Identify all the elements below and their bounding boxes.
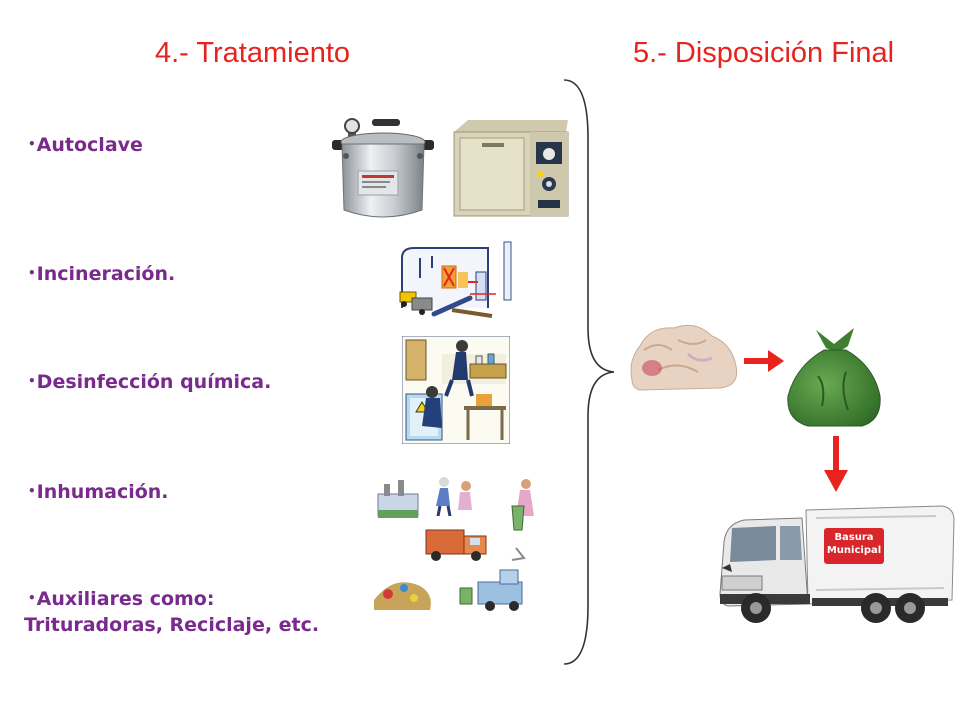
green-bag-image: [787, 328, 881, 427]
burial-recycling-image: [374, 477, 534, 611]
treatment-item-label: Autoclave: [36, 134, 143, 156]
waste-pile-image: [630, 324, 738, 391]
bullet-icon: •: [28, 137, 36, 151]
treatment-item-label: Desinfección química.: [36, 371, 272, 393]
bullet-icon: •: [28, 591, 36, 605]
treatment-item-label: Incineración.: [36, 263, 176, 285]
bullet-icon: •: [28, 374, 36, 388]
arrow-down-icon: [824, 436, 848, 492]
truck-sign-text: Basura Municipal: [824, 531, 884, 557]
pressure-autoclave-image: [332, 118, 434, 218]
truck-sign-line2: Municipal: [826, 545, 882, 556]
treatment-item-chemical-disinfection: •Desinfección química.: [28, 368, 271, 395]
grouping-brace: [563, 79, 615, 665]
treatment-item-label: Auxiliares como:: [36, 588, 215, 610]
arrow-right-icon: [744, 350, 784, 372]
treatment-item-label: Inhumación.: [36, 481, 169, 503]
benchtop-autoclave-image: [453, 120, 569, 217]
final-disposal-heading: 5.- Disposición Final: [633, 37, 895, 69]
treatment-heading: 4.- Tratamiento: [155, 37, 351, 69]
incineration-plant-image: [392, 238, 520, 330]
treatment-item-burial: •Inhumación.: [28, 478, 169, 505]
treatment-item-autoclave: •Autoclave: [28, 131, 143, 158]
treatment-item-incineration: •Incineración.: [28, 260, 175, 287]
chemical-disinfection-image: [402, 336, 510, 444]
truck-sign-line1: Basura: [834, 532, 874, 543]
garbage-truck-image: Basura Municipal: [716, 498, 956, 630]
treatment-item-auxiliaries: •Auxiliares como: Trituradoras, Reciclaje…: [24, 585, 319, 638]
treatment-item-label-line2: Trituradoras, Reciclaje, etc.: [24, 614, 320, 636]
bullet-icon: •: [28, 266, 36, 280]
bullet-icon: •: [28, 484, 36, 498]
